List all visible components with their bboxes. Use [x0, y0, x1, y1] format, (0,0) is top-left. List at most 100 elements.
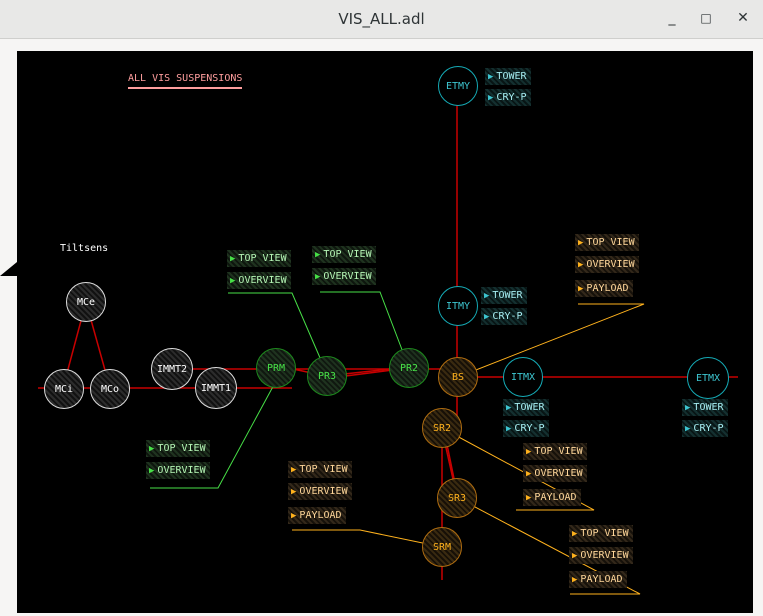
- button-label: OVERVIEW: [580, 550, 629, 561]
- node-etmy[interactable]: ETMY: [438, 66, 478, 106]
- etmx-tower-button[interactable]: ▶TOWER: [682, 399, 728, 416]
- play-icon: ▶: [291, 511, 297, 521]
- bs-payload-button[interactable]: ▶PAYLOAD: [575, 280, 633, 297]
- window-titlebar[interactable]: VIS_ALL.adl _ □ ✕: [0, 0, 763, 39]
- button-label: OVERVIEW: [534, 468, 583, 479]
- play-icon: ▶: [149, 466, 155, 476]
- node-prm[interactable]: PRM: [256, 348, 296, 388]
- button-label: OVERVIEW: [299, 486, 348, 497]
- button-label: CRY-P: [496, 92, 527, 103]
- adl-canvas: [17, 51, 753, 613]
- play-icon: ▶: [484, 312, 490, 322]
- page-heading: ALL VIS SUSPENSIONS: [128, 73, 243, 89]
- itmy-cryp-button[interactable]: ▶CRY-P: [481, 308, 527, 325]
- node-bs[interactable]: BS: [438, 357, 478, 397]
- play-icon: ▶: [315, 250, 321, 260]
- prm-top-view-button[interactable]: ▶TOP VIEW: [146, 440, 210, 457]
- play-icon: ▶: [685, 424, 691, 434]
- bs-overview-button[interactable]: ▶OVERVIEW: [575, 256, 639, 273]
- play-icon: ▶: [506, 403, 512, 413]
- itmx-tower-button[interactable]: ▶TOWER: [503, 399, 549, 416]
- play-icon: ▶: [484, 291, 490, 301]
- node-itmx[interactable]: ITMX: [503, 357, 543, 397]
- node-mco[interactable]: MCo: [90, 369, 130, 409]
- button-label: OVERVIEW: [323, 271, 372, 282]
- node-mci[interactable]: MCi: [44, 369, 84, 409]
- button-label: CRY-P: [514, 423, 545, 434]
- play-icon: ▶: [572, 529, 578, 539]
- button-label: CRY-P: [492, 311, 523, 322]
- button-label: TOP VIEW: [534, 446, 583, 457]
- play-icon: ▶: [230, 254, 236, 264]
- button-label: TOP VIEW: [238, 253, 287, 264]
- node-pr3[interactable]: PR3: [307, 356, 347, 396]
- tiltsens-label: Tiltsens: [60, 243, 109, 254]
- sr2-overview-button[interactable]: ▶OVERVIEW: [523, 465, 587, 482]
- play-icon: ▶: [578, 238, 584, 248]
- play-icon: ▶: [488, 72, 494, 82]
- play-icon: ▶: [315, 272, 321, 282]
- srm-top-view-button[interactable]: ▶TOP VIEW: [288, 461, 352, 478]
- play-icon: ▶: [506, 424, 512, 434]
- maximize-button[interactable]: □: [700, 11, 712, 25]
- button-label: TOP VIEW: [299, 464, 348, 475]
- button-label: TOP VIEW: [580, 528, 629, 539]
- sr2-payload-button[interactable]: ▶PAYLOAD: [523, 489, 581, 506]
- button-label: OVERVIEW: [238, 275, 287, 286]
- node-mce[interactable]: MCe: [66, 282, 106, 322]
- button-label: PAYLOAD: [586, 283, 629, 294]
- pr3-overview-button[interactable]: ▶OVERVIEW: [227, 272, 291, 289]
- itmy-tower-button[interactable]: ▶TOWER: [481, 287, 527, 304]
- button-label: PAYLOAD: [299, 510, 342, 521]
- prm-overview-button[interactable]: ▶OVERVIEW: [146, 462, 210, 479]
- play-icon: ▶: [526, 469, 532, 479]
- node-etmx[interactable]: ETMX: [687, 357, 729, 399]
- button-label: TOWER: [496, 71, 527, 82]
- node-immt2[interactable]: IMMT2: [151, 348, 193, 390]
- pr2-top-view-button[interactable]: ▶TOP VIEW: [312, 246, 376, 263]
- play-icon: ▶: [572, 551, 578, 561]
- sr3-top-view-button[interactable]: ▶TOP VIEW: [569, 525, 633, 542]
- play-icon: ▶: [488, 93, 494, 103]
- play-icon: ▶: [291, 487, 297, 497]
- play-icon: ▶: [526, 447, 532, 457]
- play-icon: ▶: [578, 260, 584, 270]
- button-label: TOWER: [693, 402, 724, 413]
- pr3-top-view-button[interactable]: ▶TOP VIEW: [227, 250, 291, 267]
- play-icon: ▶: [572, 575, 578, 585]
- node-sr2[interactable]: SR2: [422, 408, 462, 448]
- window-title: VIS_ALL.adl: [338, 10, 425, 28]
- node-immt1[interactable]: IMMT1: [195, 367, 237, 409]
- minimize-button[interactable]: _: [668, 10, 676, 26]
- node-srm[interactable]: SRM: [422, 527, 462, 567]
- itmx-cryp-button[interactable]: ▶CRY-P: [503, 420, 549, 437]
- etmx-cryp-button[interactable]: ▶CRY-P: [682, 420, 728, 437]
- srm-payload-button[interactable]: ▶PAYLOAD: [288, 507, 346, 524]
- sr2-top-view-button[interactable]: ▶TOP VIEW: [523, 443, 587, 460]
- srm-overview-button[interactable]: ▶OVERVIEW: [288, 483, 352, 500]
- node-sr3[interactable]: SR3: [437, 478, 477, 518]
- play-icon: ▶: [149, 444, 155, 454]
- close-button[interactable]: ✕: [737, 10, 749, 26]
- button-label: PAYLOAD: [580, 574, 623, 585]
- play-icon: ▶: [291, 465, 297, 475]
- bs-top-view-button[interactable]: ▶TOP VIEW: [575, 234, 639, 251]
- button-label: CRY-P: [693, 423, 724, 434]
- play-icon: ▶: [685, 403, 691, 413]
- sr3-payload-button[interactable]: ▶PAYLOAD: [569, 571, 627, 588]
- etmy-cryp-button[interactable]: ▶CRY-P: [485, 89, 531, 106]
- node-itmy[interactable]: ITMY: [438, 286, 478, 326]
- play-icon: ▶: [526, 493, 532, 503]
- node-pr2[interactable]: PR2: [389, 348, 429, 388]
- play-icon: ▶: [578, 284, 584, 294]
- button-label: TOP VIEW: [586, 237, 635, 248]
- button-label: TOWER: [514, 402, 545, 413]
- sr3-overview-button[interactable]: ▶OVERVIEW: [569, 547, 633, 564]
- button-label: TOP VIEW: [157, 443, 206, 454]
- button-label: TOWER: [492, 290, 523, 301]
- pr2-overview-button[interactable]: ▶OVERVIEW: [312, 268, 376, 285]
- button-label: PAYLOAD: [534, 492, 577, 503]
- button-label: OVERVIEW: [157, 465, 206, 476]
- etmy-tower-button[interactable]: ▶TOWER: [485, 68, 531, 85]
